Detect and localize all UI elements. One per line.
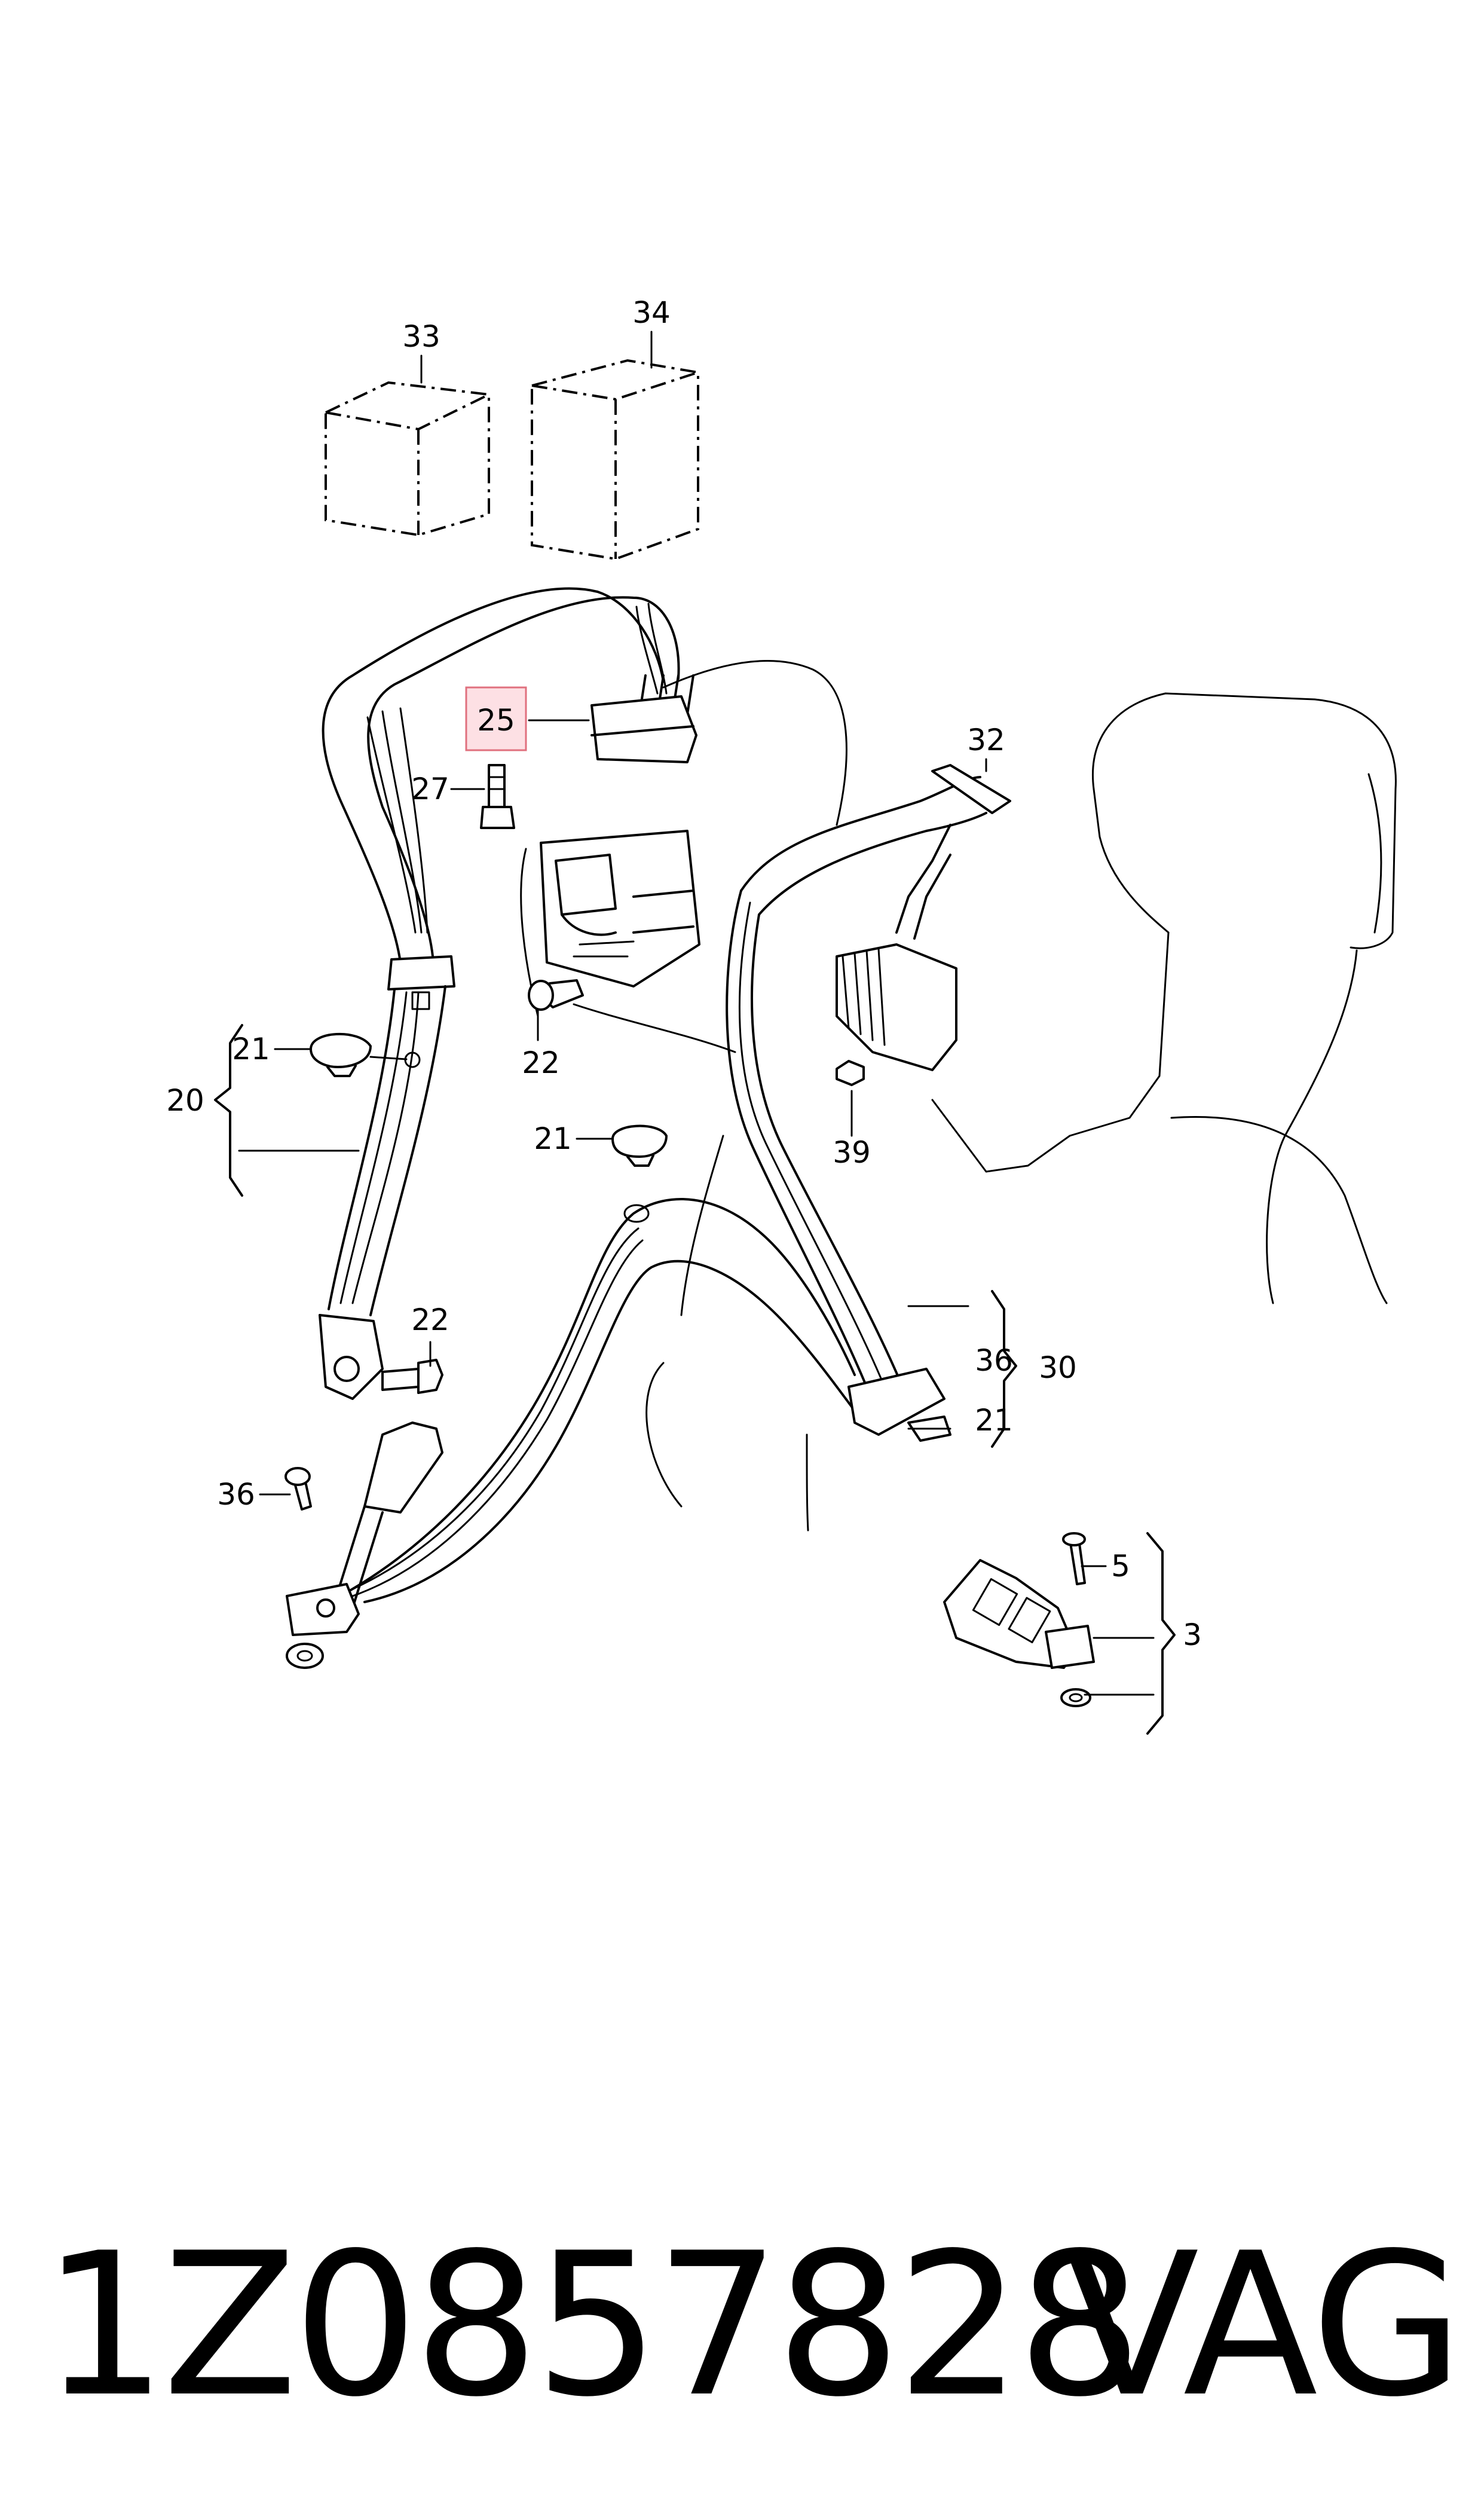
right-seat-outline [931, 692, 1397, 1304]
seat-back-outline [520, 660, 847, 1531]
callout-36-left[interactable]: 36 [217, 1477, 255, 1512]
belt-left [319, 587, 680, 1400]
callout-25[interactable]: 25 [477, 703, 515, 738]
box-34 [531, 359, 699, 561]
callout-20[interactable]: 20 [166, 1083, 204, 1118]
highlight-25[interactable] [465, 686, 527, 751]
callout-33[interactable]: 33 [402, 319, 440, 354]
leader-lines [238, 331, 1155, 1696]
cap-21-center [611, 1124, 668, 1223]
callouts: 33 34 25 27 22 21 20 21 22 36 32 39 36 3… [166, 295, 1202, 1652]
callout-34[interactable]: 34 [632, 295, 671, 330]
retractor-upper [540, 674, 700, 988]
belt-right [726, 764, 1011, 1442]
callout-5[interactable]: 5 [1111, 1549, 1130, 1583]
bolt-27 [480, 764, 515, 829]
brand-label: VAG [1064, 2211, 1464, 2440]
callout-27[interactable]: 27 [411, 772, 449, 806]
callout-22-lower[interactable]: 22 [411, 1303, 449, 1337]
callout-32[interactable]: 32 [967, 723, 1005, 757]
bolt-22-lower [381, 1359, 443, 1394]
buckle-left [284, 1421, 443, 1669]
brace-30 [991, 1290, 1017, 1448]
callout-3[interactable]: 3 [1183, 1618, 1202, 1652]
belt-center [333, 1198, 856, 1603]
callout-36-right[interactable]: 36 [975, 1343, 1013, 1378]
box-33 [325, 381, 490, 537]
callout-21-center[interactable]: 21 [534, 1121, 572, 1156]
part-number: 1Z0857828 [42, 2211, 1143, 2440]
buckle-3 [943, 1532, 1095, 1707]
callout-21-left[interactable]: 21 [232, 1032, 270, 1066]
brace-20 [214, 1024, 243, 1197]
callout-22-upper[interactable]: 22 [522, 1045, 560, 1080]
callout-30[interactable]: 30 [1039, 1350, 1077, 1385]
bolt-22-upper [528, 979, 584, 1011]
callout-39[interactable]: 39 [833, 1135, 871, 1170]
cap-21-left [310, 1032, 421, 1077]
brace-3 [1146, 1532, 1176, 1735]
callout-21-right[interactable]: 21 [975, 1403, 1013, 1438]
